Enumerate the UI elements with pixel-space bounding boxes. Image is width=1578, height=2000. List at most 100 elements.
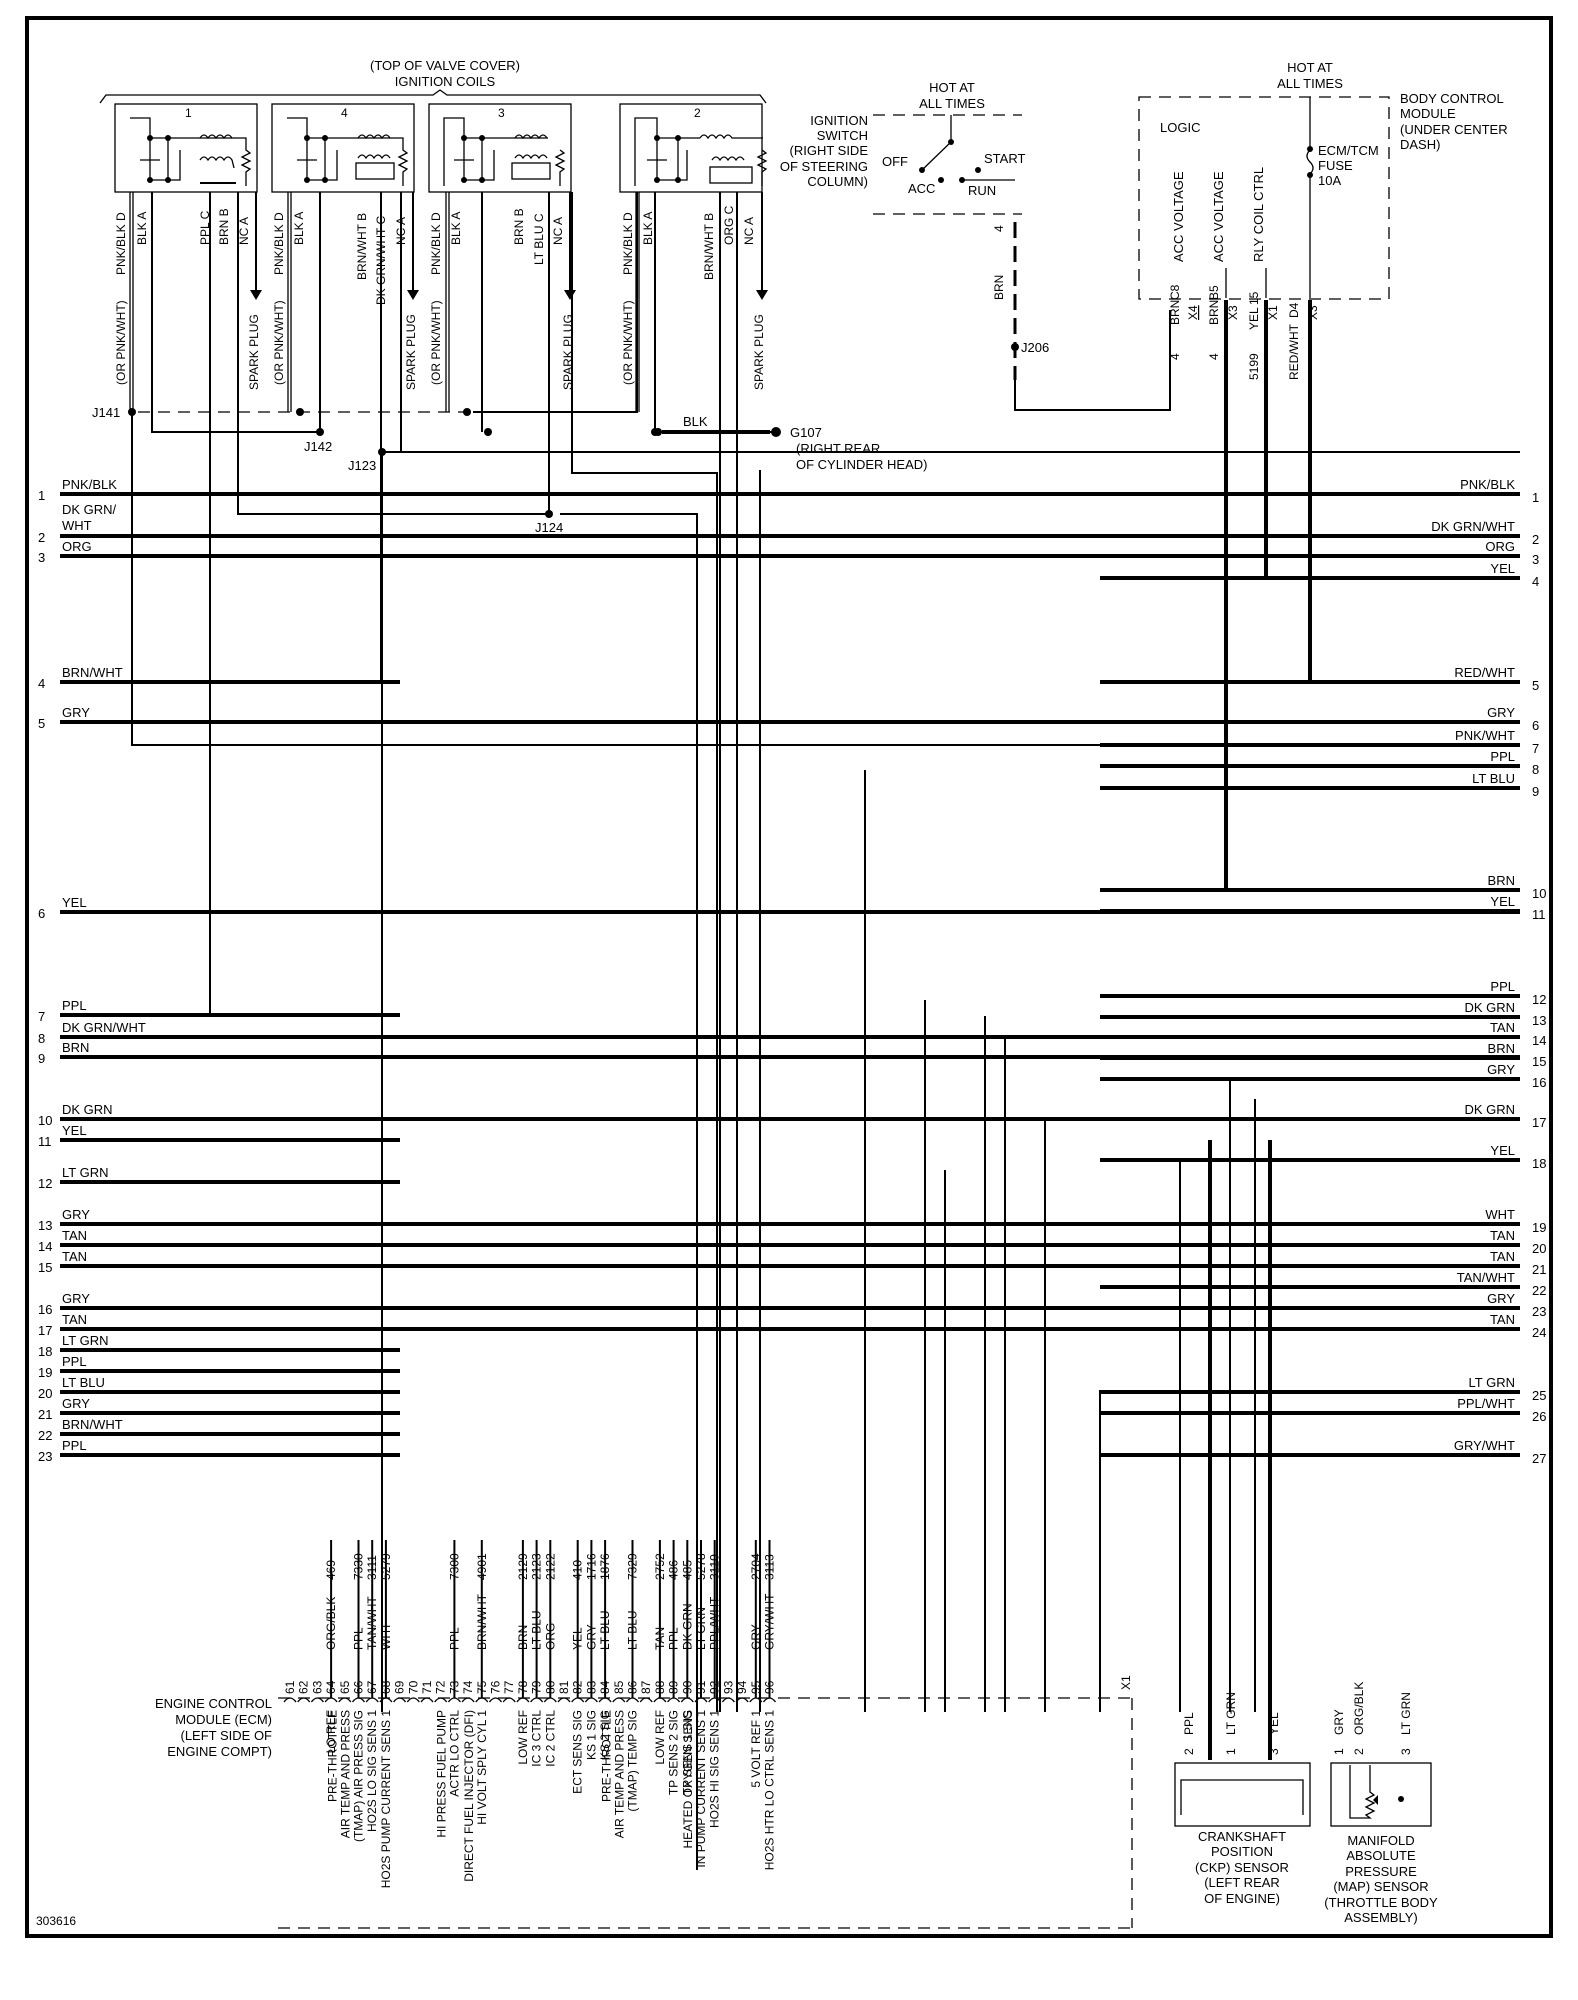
pin-number: 2 [1532, 532, 1539, 547]
wire-label: PPL C [198, 210, 212, 245]
switch-name: (RIGHT SIDE [790, 143, 869, 158]
right-connector-pin: 9LT BLU [1100, 771, 1539, 799]
sensor-wire [1208, 1140, 1272, 1760]
pin-number: 11 [1532, 907, 1546, 922]
switch-pin: 4 [992, 225, 1006, 232]
ground-location: OF CYLINDER HEAD) [796, 457, 927, 472]
fuse-label: FUSE [1318, 158, 1353, 173]
coil-number: 2 [694, 106, 701, 120]
wire-color: GRY [62, 705, 90, 720]
ecm-wire-color: DK GRN [680, 1603, 694, 1650]
pin-number: 18 [1532, 1156, 1546, 1171]
connector-pin-icon [557, 1697, 571, 1703]
pin-number: 2 [38, 530, 45, 545]
wire-label: PNK/BLK D [429, 212, 443, 275]
wire-color: TAN [62, 1249, 87, 1264]
pin-number: 16 [1532, 1075, 1546, 1090]
ecm-pin-function: KS 2 SIG [598, 1710, 612, 1760]
hot-label: HOT AT [1287, 60, 1333, 75]
wire-color: ORG [62, 539, 92, 554]
ecm-pin-number: 85 [612, 1680, 626, 1694]
ecm-pin-number: 77 [502, 1680, 516, 1694]
wire-color: WHT [1485, 1207, 1515, 1222]
ecm-pin: 71 [420, 1680, 434, 1703]
pin-number: 17 [1532, 1115, 1546, 1130]
pin-number: 24 [1532, 1325, 1546, 1340]
coil-number: 3 [498, 106, 505, 120]
map-pin: 2 [1352, 1748, 1366, 1755]
wire-color: TAN [1490, 1020, 1515, 1035]
ignition-coil-1: 1 [114, 103, 258, 193]
ckp-wire: PPL [1182, 1712, 1196, 1735]
ckp-name: CRANKSHAFT [1198, 1829, 1286, 1844]
wire-color: GRY/WHT [1454, 1438, 1515, 1453]
ecm-circuit: 469 [324, 1560, 338, 1580]
ecm-pin-number: 93 [721, 1680, 735, 1694]
wire-color: BRN [1488, 1041, 1515, 1056]
wire-color: YEL [1490, 894, 1515, 909]
ecm-wire-color: PPL [667, 1627, 681, 1650]
wire-label: (OR PNK/WHT) [272, 300, 286, 385]
connector-pin-icon [488, 1697, 503, 1703]
ecm-pin-function: HO2S PUMP CURRENT SENS 1 [379, 1710, 393, 1889]
pin-number: 19 [1532, 1220, 1546, 1235]
wire-color: LT BLU [62, 1375, 105, 1390]
body-control-module: HOT AT ALL TIMES BODY CONTROL MODULE (UN… [1138, 60, 1520, 892]
ecm-pin: 77 [502, 1680, 516, 1703]
wire-color: ORG [1485, 539, 1515, 554]
ckp-name: (LEFT REAR [1204, 1875, 1280, 1890]
ecm-wire-color: PPL [447, 1627, 461, 1650]
ecm-name: ENGINE CONTROL [155, 1696, 272, 1711]
ecm-pin-function: (TMAP) TEMP SIG [626, 1710, 640, 1812]
pin-number: 21 [1532, 1262, 1546, 1277]
connector-pin-icon [612, 1697, 626, 1703]
pin-number: 12 [38, 1176, 52, 1191]
ecm-pin: 85 [612, 1680, 626, 1703]
ground-icon [771, 427, 781, 437]
map-pin: 3 [1399, 1748, 1413, 1755]
bcm-pin-wire: RED/WHT [1287, 323, 1301, 380]
wire-color: YEL [1490, 1143, 1515, 1158]
ecm-circuit: 2122 [543, 1553, 557, 1580]
wire-color: PPL [62, 1354, 87, 1369]
map-name: MANIFOLD [1347, 1833, 1414, 1848]
ecm-wire-color: GRY/WHT [763, 1593, 777, 1650]
pin-number: 21 [38, 1407, 52, 1422]
wire-label: LT BLU C [532, 213, 546, 265]
ecm-pin-function: LOW REF [516, 1710, 530, 1765]
wire-color: RED/WHT [1454, 665, 1515, 680]
ecm-circuit: 2752 [653, 1553, 667, 1580]
map-name: (MAP) SENSOR [1333, 1879, 1428, 1894]
ecm-wire-color: YEL [571, 1627, 585, 1650]
ecm-pin: 93 [721, 1680, 735, 1703]
wire-color: BRN/WHT [62, 665, 123, 680]
ecm-wire-color: GRY [749, 1624, 763, 1650]
switch-name: IGNITION [810, 113, 868, 128]
pin-number: 3 [38, 550, 45, 565]
connector-pin-icon [639, 1697, 653, 1703]
wire-color: PPL/WHT [1457, 1396, 1515, 1411]
wire-color: GRY [1487, 1062, 1515, 1077]
pin-number: 6 [38, 906, 45, 921]
ecm-circuit: 7330 [352, 1553, 366, 1580]
pin-number: 8 [1532, 762, 1539, 777]
wire-label: SPARK PLUG [247, 314, 261, 390]
